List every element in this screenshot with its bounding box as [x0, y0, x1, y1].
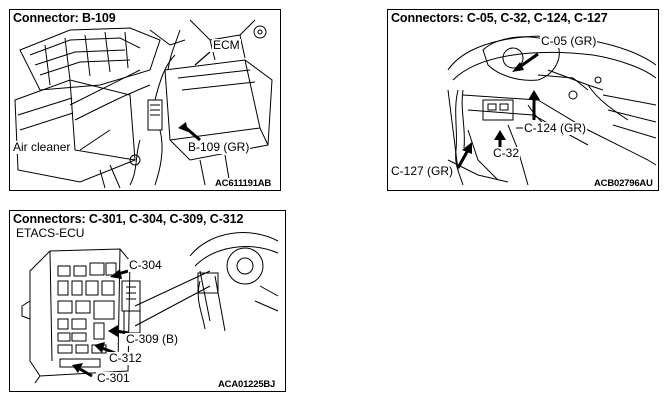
connector-c309-label: C-309 (B): [125, 332, 180, 346]
panel-title: Connectors: C-301, C-304, C-309, C-312: [13, 212, 244, 226]
ecm-label: ECM: [212, 38, 241, 52]
connector-c301-label: C-301: [96, 371, 131, 385]
figure-code: ACA01225BJ: [218, 379, 276, 390]
air-cleaner-label: Air cleaner: [12, 140, 72, 154]
engine-bay-illustration: [14, 19, 273, 189]
connector-b109-label: B-109 (GR): [187, 140, 251, 154]
connector-c124-label: C-124 (GR): [523, 121, 588, 135]
connector-c312-label: C-312: [108, 351, 143, 365]
panel-title: Connector: B-109: [13, 11, 116, 25]
connector-c304-label: C-304: [128, 258, 163, 272]
etacs-ecu-label: ETACS-ECU: [15, 226, 86, 240]
dashboard-illustration: [447, 35, 657, 186]
figure-code: AC611191AB: [215, 178, 272, 189]
panel-connector-b109: Connector: B-109 ECM Air cleaner B-109 (…: [9, 9, 281, 191]
panel-connectors-c05-c32-c124-c127: Connectors: C-05, C-32, C-124, C-127 C-0…: [387, 9, 659, 191]
connector-c127-label: C-127 (GR): [390, 164, 455, 178]
panel-title: Connectors: C-05, C-32, C-124, C-127: [391, 11, 608, 25]
figure-code: ACB02796AU: [594, 178, 653, 189]
connector-c32-label: C-32: [492, 146, 521, 160]
panel-connectors-c301-c304-c309-c312: Connectors: C-301, C-304, C-309, C-312 E…: [9, 210, 286, 392]
etacs-ecu-illustration: [21, 232, 279, 384]
connector-c05-label: C-05 (GR): [540, 34, 598, 48]
